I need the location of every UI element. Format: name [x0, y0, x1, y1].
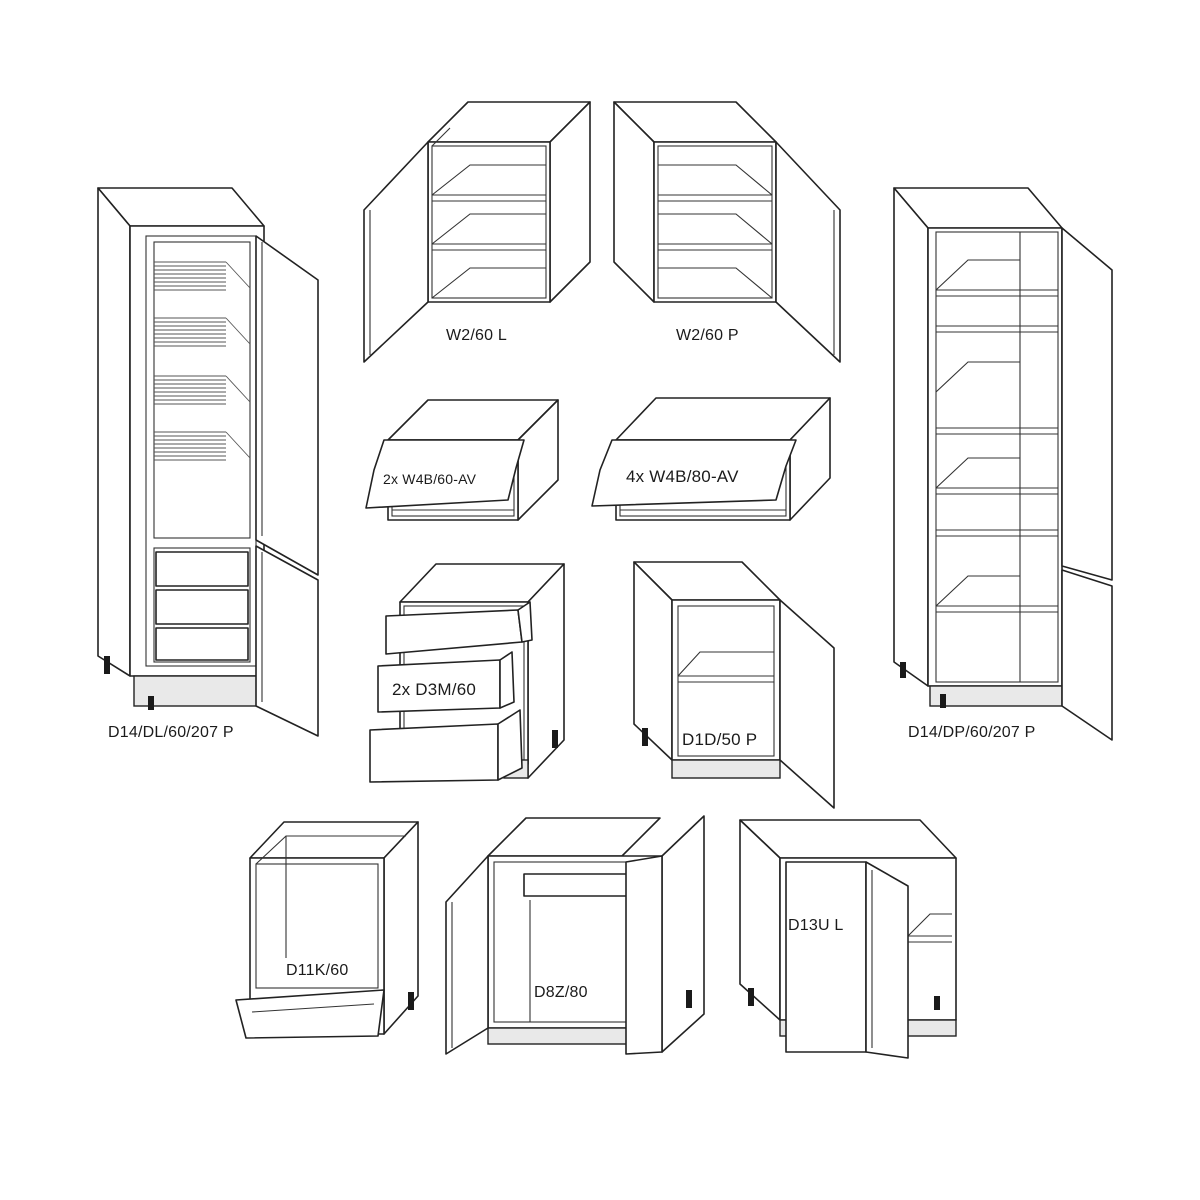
- cabinet-d11k-60: [235, 821, 419, 1039]
- cabinet-d14-dl-60-207-p: [97, 187, 319, 737]
- cabinet-d8z-80: [445, 815, 705, 1055]
- label-d1d-50-p: D1D/50 P: [682, 730, 758, 749]
- cabinet-d13u-l: [739, 819, 957, 1059]
- cabinet-d1d-50-p: [633, 561, 835, 809]
- cabinet-d14-dp-60-207-p: [893, 187, 1113, 741]
- label-d3m-60: 2x D3M/60: [392, 680, 477, 699]
- label-d14-dl-60-207-p: D14/DL/60/207 P: [108, 724, 234, 741]
- cabinet-w2-60-p: [613, 101, 841, 363]
- label-w4b-60-av: 2x W4B/60-AV: [383, 471, 477, 487]
- cabinet-w4b-60-av: [365, 399, 559, 521]
- label-w2-60-l: W2/60 L: [446, 327, 507, 344]
- label-w2-60-p: W2/60 P: [676, 327, 739, 344]
- cabinet-d3m-60: [369, 563, 565, 783]
- cabinet-w2-60-l: [363, 101, 591, 363]
- cabinet-w4b-80-av: [591, 397, 831, 521]
- label-d14-dp-60-207-p: D14/DP/60/207 P: [908, 724, 1036, 741]
- label-d8z-80: D8Z/80: [534, 984, 588, 1001]
- label-d13u-l: D13U L: [788, 917, 844, 934]
- label-w4b-80-av: 4x W4B/80-AV: [626, 467, 739, 486]
- label-d11k-60: D11K/60: [286, 962, 349, 979]
